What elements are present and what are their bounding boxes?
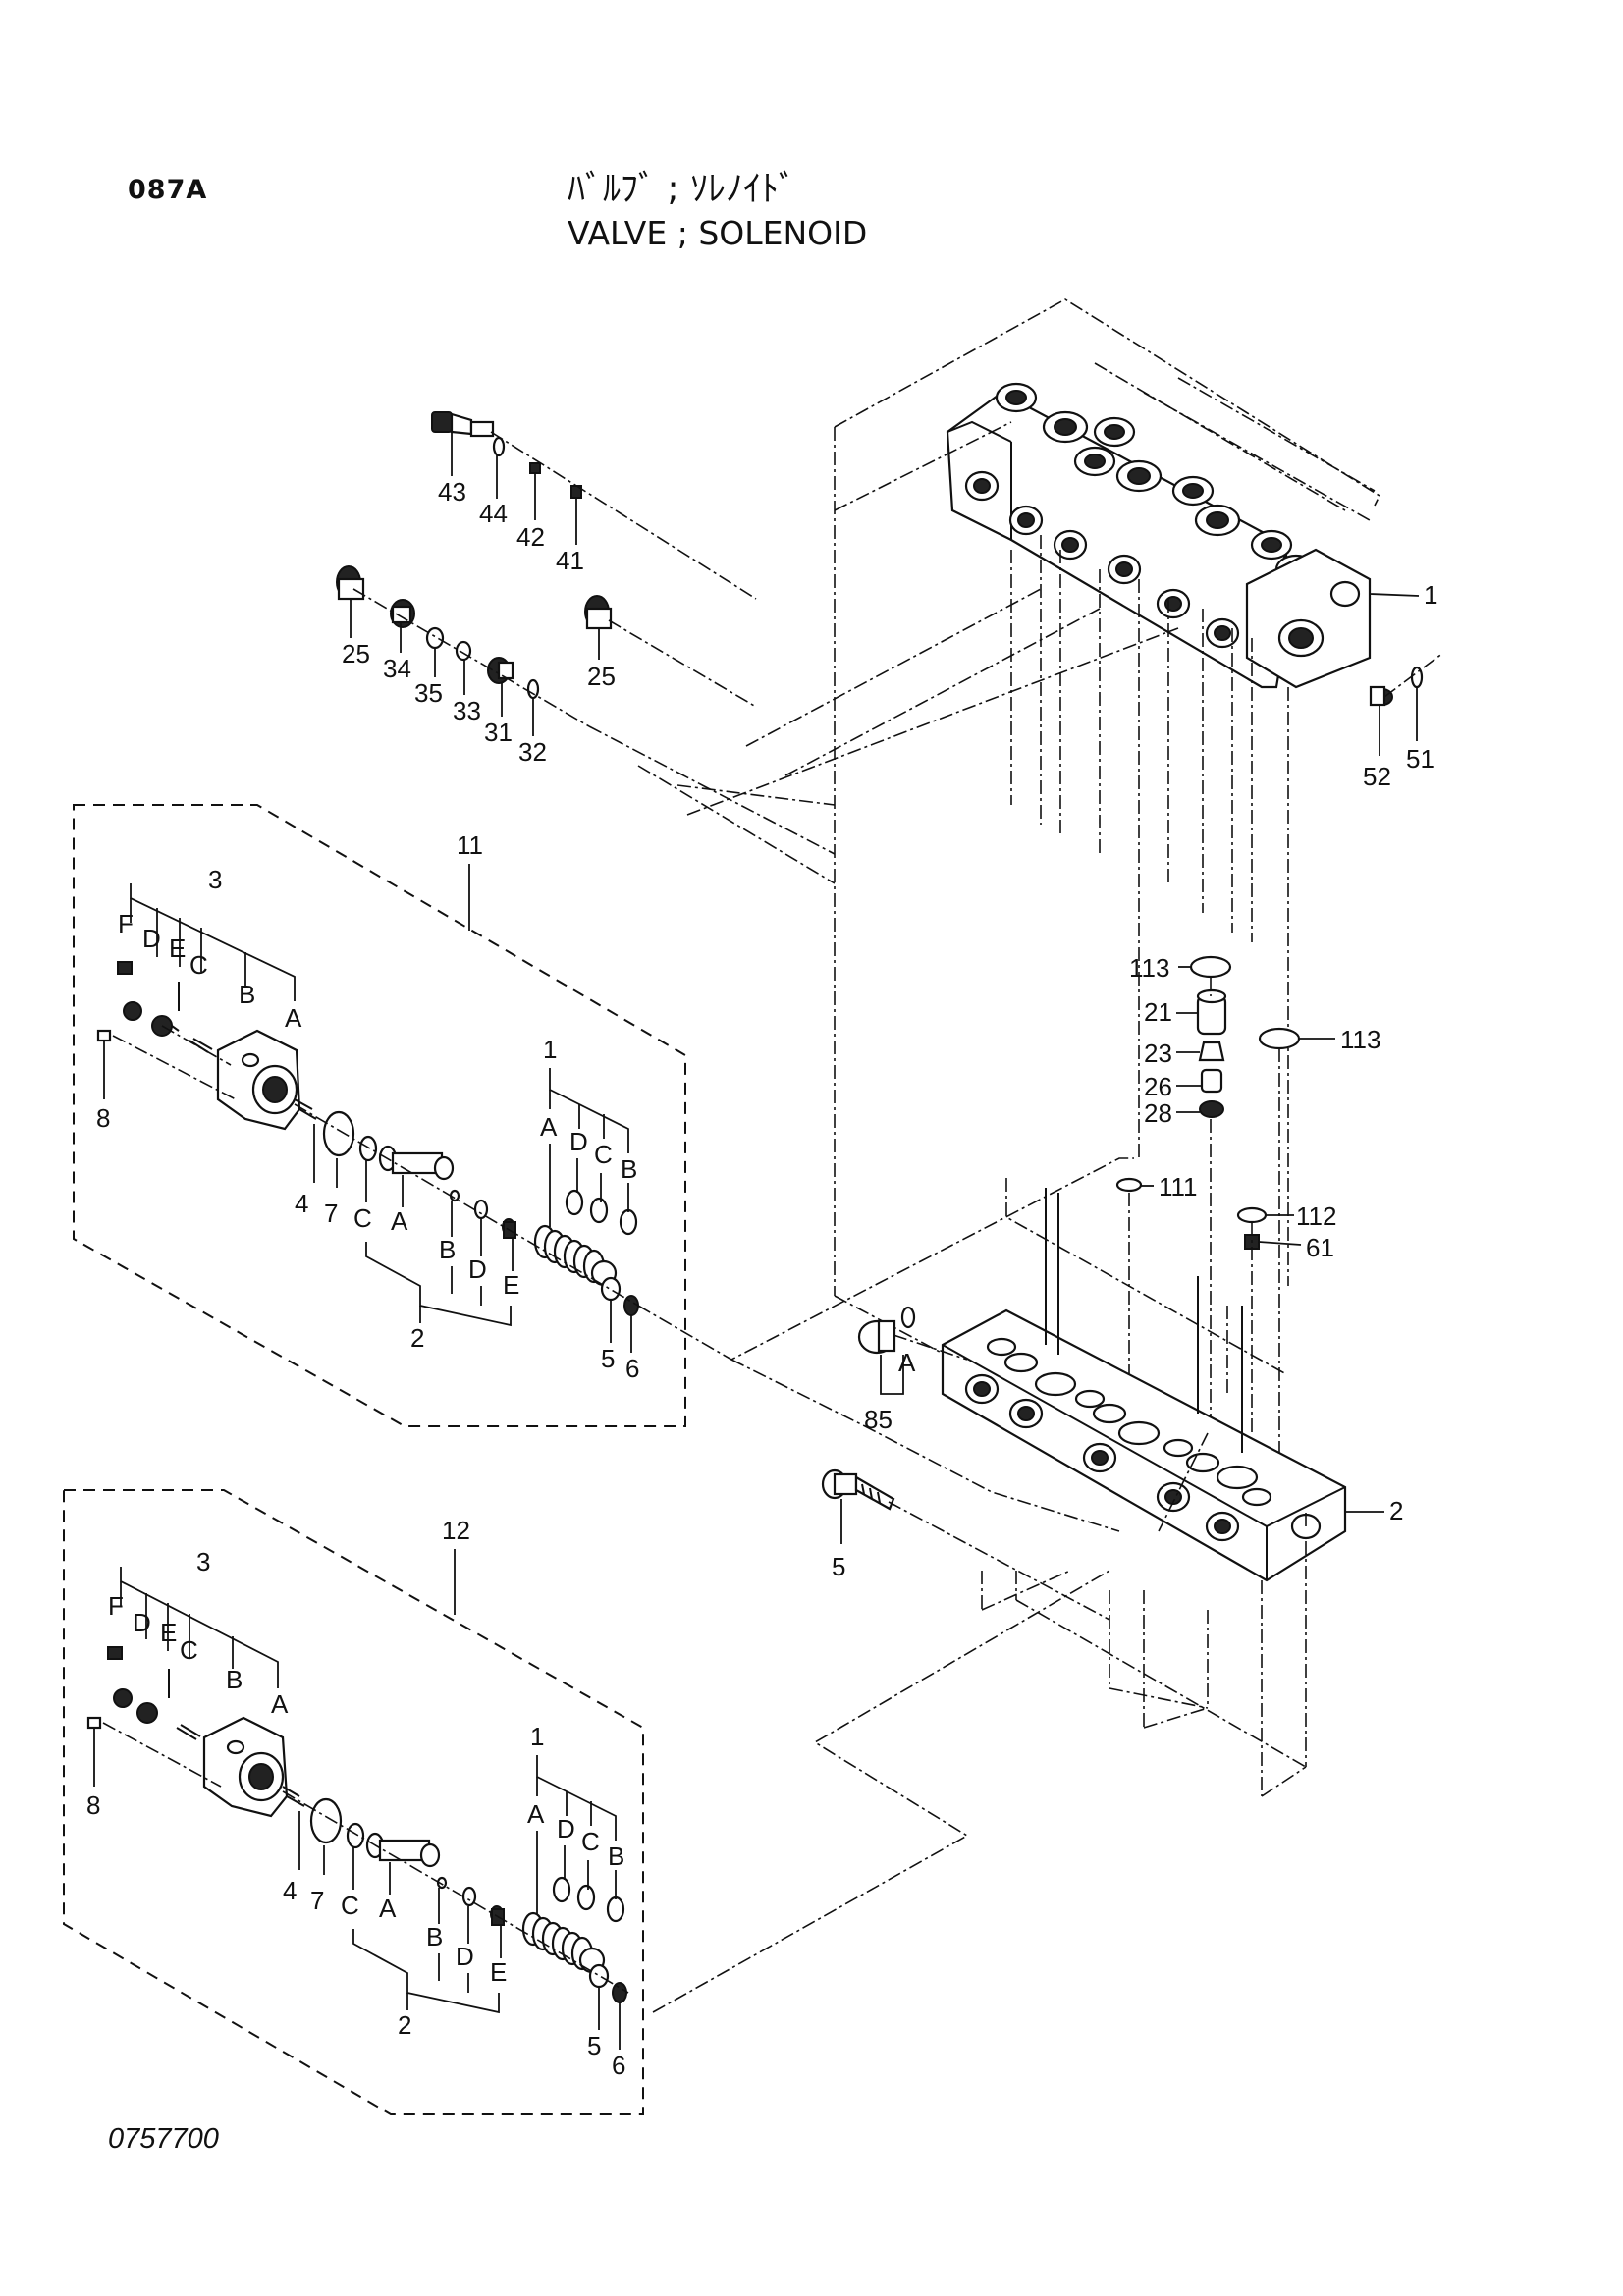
label-B: B xyxy=(226,1665,243,1694)
callout-5: 5 xyxy=(601,1344,615,1373)
sleeve-label-A: A xyxy=(527,1799,545,1829)
sleeve-label-C: C xyxy=(594,1140,613,1169)
label-D: D xyxy=(142,924,161,953)
callout-52: 52 xyxy=(1363,762,1391,791)
drawing-reference-number: 0757700 xyxy=(108,2123,219,2155)
callout-43: 43 xyxy=(438,477,466,507)
callout-28: 28 xyxy=(1144,1098,1172,1128)
label-E: E xyxy=(160,1618,177,1647)
subassembly-11-id: 11 xyxy=(457,830,483,860)
subassembly-12-id: 12 xyxy=(442,1516,470,1545)
plug-85 xyxy=(857,1306,916,1355)
callout-2: 2 xyxy=(1389,1496,1403,1525)
callout-26: 26 xyxy=(1144,1072,1172,1101)
callout-6: 6 xyxy=(612,2051,625,2080)
callout-2: 2 xyxy=(410,1323,424,1353)
label-A: A xyxy=(271,1689,289,1719)
title-english: VALVE ; SOLENOID xyxy=(568,214,868,252)
label-B: B xyxy=(239,980,255,1009)
spool-label-A: A xyxy=(379,1894,397,1923)
callout-5: 5 xyxy=(587,2031,601,2060)
label-F: F xyxy=(108,1591,124,1621)
sleeve-label-D: D xyxy=(557,1814,575,1843)
callout-85-a: A xyxy=(898,1348,916,1377)
callout-41: 41 xyxy=(556,546,584,575)
sleeve-label-A: A xyxy=(540,1112,558,1142)
callout-21: 21 xyxy=(1144,997,1172,1027)
spool-label-D: D xyxy=(468,1255,487,1284)
callout-42: 42 xyxy=(516,522,545,552)
callout-33: 33 xyxy=(453,696,481,725)
callout-7: 7 xyxy=(310,1886,324,1915)
callout-4: 4 xyxy=(295,1189,308,1218)
callout-111: 111 xyxy=(1159,1172,1198,1201)
callout-32: 32 xyxy=(518,737,547,767)
sleeve-label-B: B xyxy=(608,1842,624,1871)
solenoid-valve-block xyxy=(834,298,1381,1375)
callout-113-b: 113 xyxy=(1340,1025,1380,1054)
spool-label-D: D xyxy=(456,1942,474,1971)
sleeve-label-C: C xyxy=(581,1827,600,1856)
spool-label-B: B xyxy=(439,1235,456,1264)
plug-52 xyxy=(1369,685,1393,756)
manifold-block xyxy=(941,1178,1347,1797)
callout-1: 1 xyxy=(543,1035,557,1064)
callout-35: 35 xyxy=(414,678,443,708)
sleeve-label-D: D xyxy=(569,1127,588,1156)
spool-label-E: E xyxy=(490,1957,507,1987)
label-D: D xyxy=(133,1608,151,1637)
callout-2: 2 xyxy=(398,2010,411,2040)
callout-61: 61 xyxy=(1306,1233,1334,1262)
sleeve-label-B: B xyxy=(621,1154,637,1184)
callout-5: 5 xyxy=(832,1552,845,1581)
callout-6: 6 xyxy=(625,1354,639,1383)
callout-113: 113 xyxy=(1129,953,1169,983)
spool-label-C: C xyxy=(341,1891,359,1920)
upper-small-parts xyxy=(336,411,757,727)
callout-34: 34 xyxy=(383,654,411,683)
subassembly-11: 11 3 F D E C B A 8 xyxy=(73,804,686,1427)
callout-25: 25 xyxy=(342,639,370,668)
callout-7: 7 xyxy=(324,1199,338,1228)
callout-51: 51 xyxy=(1406,744,1434,774)
label-E: E xyxy=(169,934,186,963)
check-valve-parts xyxy=(1115,955,1301,1250)
callout-44: 44 xyxy=(479,499,508,528)
bolt-5 xyxy=(821,1468,895,1511)
subassembly-12: 12 3 F D E C B A 8 4 7 xyxy=(63,1489,644,2115)
spool-label-B: B xyxy=(426,1922,443,1951)
page-code: 087A xyxy=(128,175,208,205)
title-japanese: ﾊﾞﾙﾌﾞ ; ｿﾚﾉｲﾄﾞ xyxy=(568,169,797,209)
callout-23: 23 xyxy=(1144,1039,1172,1068)
spool-label-C: C xyxy=(353,1203,372,1233)
spool-label-A: A xyxy=(391,1206,408,1236)
label-C: C xyxy=(189,950,208,980)
callout-1: 1 xyxy=(1424,580,1437,610)
callout-25-b: 25 xyxy=(587,662,616,691)
callout-112: 112 xyxy=(1296,1201,1336,1231)
callout-3: 3 xyxy=(208,865,222,894)
callout-4: 4 xyxy=(283,1876,297,1905)
callout-8: 8 xyxy=(86,1790,100,1820)
callout-8: 8 xyxy=(96,1103,110,1133)
callout-85: 85 xyxy=(864,1405,893,1434)
callout-31: 31 xyxy=(484,718,513,747)
callout-1: 1 xyxy=(530,1722,544,1751)
label-A: A xyxy=(285,1003,302,1033)
spool-label-E: E xyxy=(503,1270,519,1300)
callout-3: 3 xyxy=(196,1547,210,1576)
label-F: F xyxy=(118,909,134,938)
label-C: C xyxy=(180,1635,198,1665)
